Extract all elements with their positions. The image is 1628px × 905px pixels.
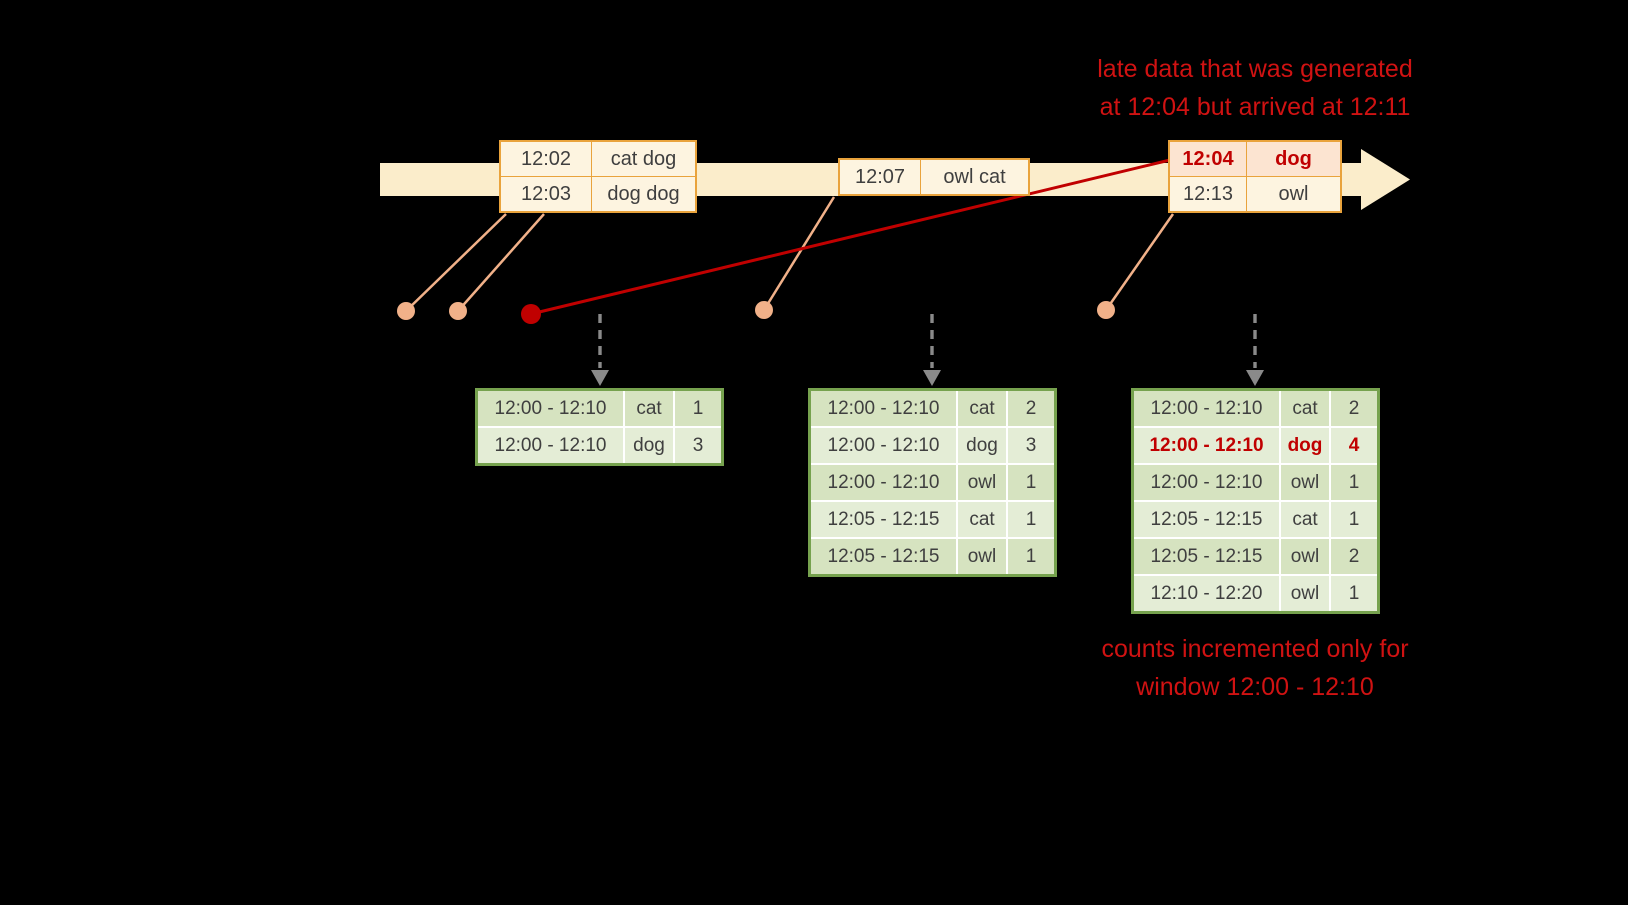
count-cell: 1 (1008, 502, 1054, 537)
word-cell: dog (625, 428, 673, 463)
window-cell-updated: 12:00 - 12:10 (1134, 428, 1279, 463)
count-cell: 1 (675, 391, 721, 426)
late-data-annotation: late data that was generated at 12:04 bu… (1020, 50, 1490, 126)
window-cell: 12:00 - 12:10 (811, 391, 956, 426)
event-box-1207: 12:07 owl cat (838, 158, 1030, 196)
word-cell: owl (958, 539, 1006, 574)
window-cell: 12:00 - 12:10 (478, 428, 623, 463)
window-cell: 12:00 - 12:10 (811, 465, 956, 500)
count-cell: 3 (1008, 428, 1054, 463)
trigger-arrow-3 (1246, 314, 1264, 386)
result-table-1: 12:00 - 12:10 cat 1 12:00 - 12:10 dog 3 (475, 388, 724, 466)
event-time: 12:03 (501, 177, 591, 211)
event-time: 12:07 (840, 160, 920, 194)
count-cell: 1 (1331, 576, 1377, 611)
late-data-connector (530, 158, 1171, 316)
counts-annotation: counts incremented only for window 12:00… (1035, 630, 1475, 706)
event-words-late: dog (1247, 142, 1340, 176)
word-cell: cat (958, 391, 1006, 426)
event-words: dog dog (592, 177, 695, 211)
event-connector-1 (405, 213, 507, 312)
event-connector-4 (1104, 213, 1175, 311)
trigger-arrow-2 (923, 314, 941, 386)
event-words: owl (1247, 177, 1340, 211)
late-data-annotation-line1: late data that was generated (1097, 55, 1413, 83)
count-cell: 2 (1331, 539, 1377, 574)
event-box-1202: 12:02 cat dog 12:03 dog dog (499, 140, 697, 213)
count-cell: 3 (675, 428, 721, 463)
word-cell: cat (1281, 391, 1329, 426)
event-connector-2 (457, 213, 545, 312)
word-cell: cat (625, 391, 673, 426)
word-cell: cat (1281, 502, 1329, 537)
event-words: cat dog (592, 142, 695, 176)
event-connector-3 (762, 196, 836, 311)
window-cell: 12:00 - 12:10 (1134, 391, 1279, 426)
counts-annotation-line1: counts incremented only for (1101, 635, 1409, 663)
word-cell-updated: dog (1281, 428, 1329, 463)
count-cell: 2 (1331, 391, 1377, 426)
window-cell: 12:05 - 12:15 (1134, 502, 1279, 537)
trigger-arrow-1 (591, 314, 609, 386)
event-box-1204-late: 12:04 dog 12:13 owl (1168, 140, 1342, 213)
counts-annotation-line2: window 12:00 - 12:10 (1136, 673, 1374, 701)
timeline-arrowhead-icon (1361, 149, 1410, 210)
event-time: 12:02 (501, 142, 591, 176)
count-cell: 1 (1331, 502, 1377, 537)
event-words: owl cat (921, 160, 1028, 194)
window-cell: 12:00 - 12:10 (478, 391, 623, 426)
word-cell: cat (958, 502, 1006, 537)
trigger-dot-1 (397, 302, 415, 320)
word-cell: owl (1281, 465, 1329, 500)
count-cell: 2 (1008, 391, 1054, 426)
late-data-annotation-line2: at 12:04 but arrived at 12:11 (1099, 93, 1411, 121)
count-cell: 1 (1008, 465, 1054, 500)
window-cell: 12:05 - 12:15 (811, 539, 956, 574)
window-cell: 12:00 - 12:10 (811, 428, 956, 463)
count-cell: 1 (1331, 465, 1377, 500)
window-cell: 12:05 - 12:15 (811, 502, 956, 537)
result-table-2: 12:00 - 12:10 cat 2 12:00 - 12:10 dog 3 … (808, 388, 1057, 577)
event-time: 12:13 (1170, 177, 1246, 211)
window-cell: 12:10 - 12:20 (1134, 576, 1279, 611)
window-cell: 12:05 - 12:15 (1134, 539, 1279, 574)
result-table-3: 12:00 - 12:10 cat 2 12:00 - 12:10 dog 4 … (1131, 388, 1380, 614)
count-cell-updated: 4 (1331, 428, 1377, 463)
word-cell: owl (1281, 576, 1329, 611)
count-cell: 1 (1008, 539, 1054, 574)
word-cell: owl (1281, 539, 1329, 574)
trigger-dot-2 (449, 302, 467, 320)
window-cell: 12:00 - 12:10 (1134, 465, 1279, 500)
word-cell: dog (958, 428, 1006, 463)
word-cell: owl (958, 465, 1006, 500)
late-data-dot (521, 304, 541, 324)
trigger-dot-3 (755, 301, 773, 319)
event-time-late: 12:04 (1170, 142, 1246, 176)
trigger-dot-4 (1097, 301, 1115, 319)
